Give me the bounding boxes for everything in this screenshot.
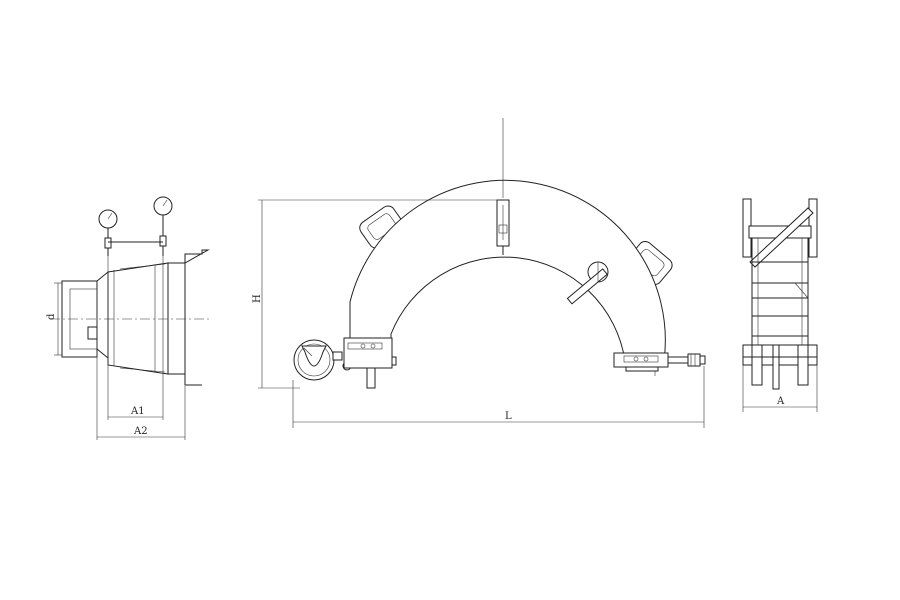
arc-frame <box>349 179 666 362</box>
conical-flange-body <box>61 249 210 386</box>
height-label: H <box>252 294 263 303</box>
dial-gauge-left <box>98 209 118 256</box>
width-label: A <box>776 396 785 407</box>
dim-a1-label: A1 <box>130 406 145 417</box>
diagonal-indicator <box>566 261 609 305</box>
right-measuring-head <box>613 352 706 376</box>
end-view: A <box>742 198 818 412</box>
dial-gauge-right <box>153 196 173 256</box>
length-label: L <box>505 411 512 422</box>
top-clamp <box>496 118 510 255</box>
diameter-label: d <box>46 313 57 320</box>
left-measuring-head <box>293 337 397 389</box>
side-view: d A1 A2 <box>46 196 212 440</box>
front-view: H L <box>252 118 706 428</box>
dim-a2-label: A2 <box>133 426 148 437</box>
